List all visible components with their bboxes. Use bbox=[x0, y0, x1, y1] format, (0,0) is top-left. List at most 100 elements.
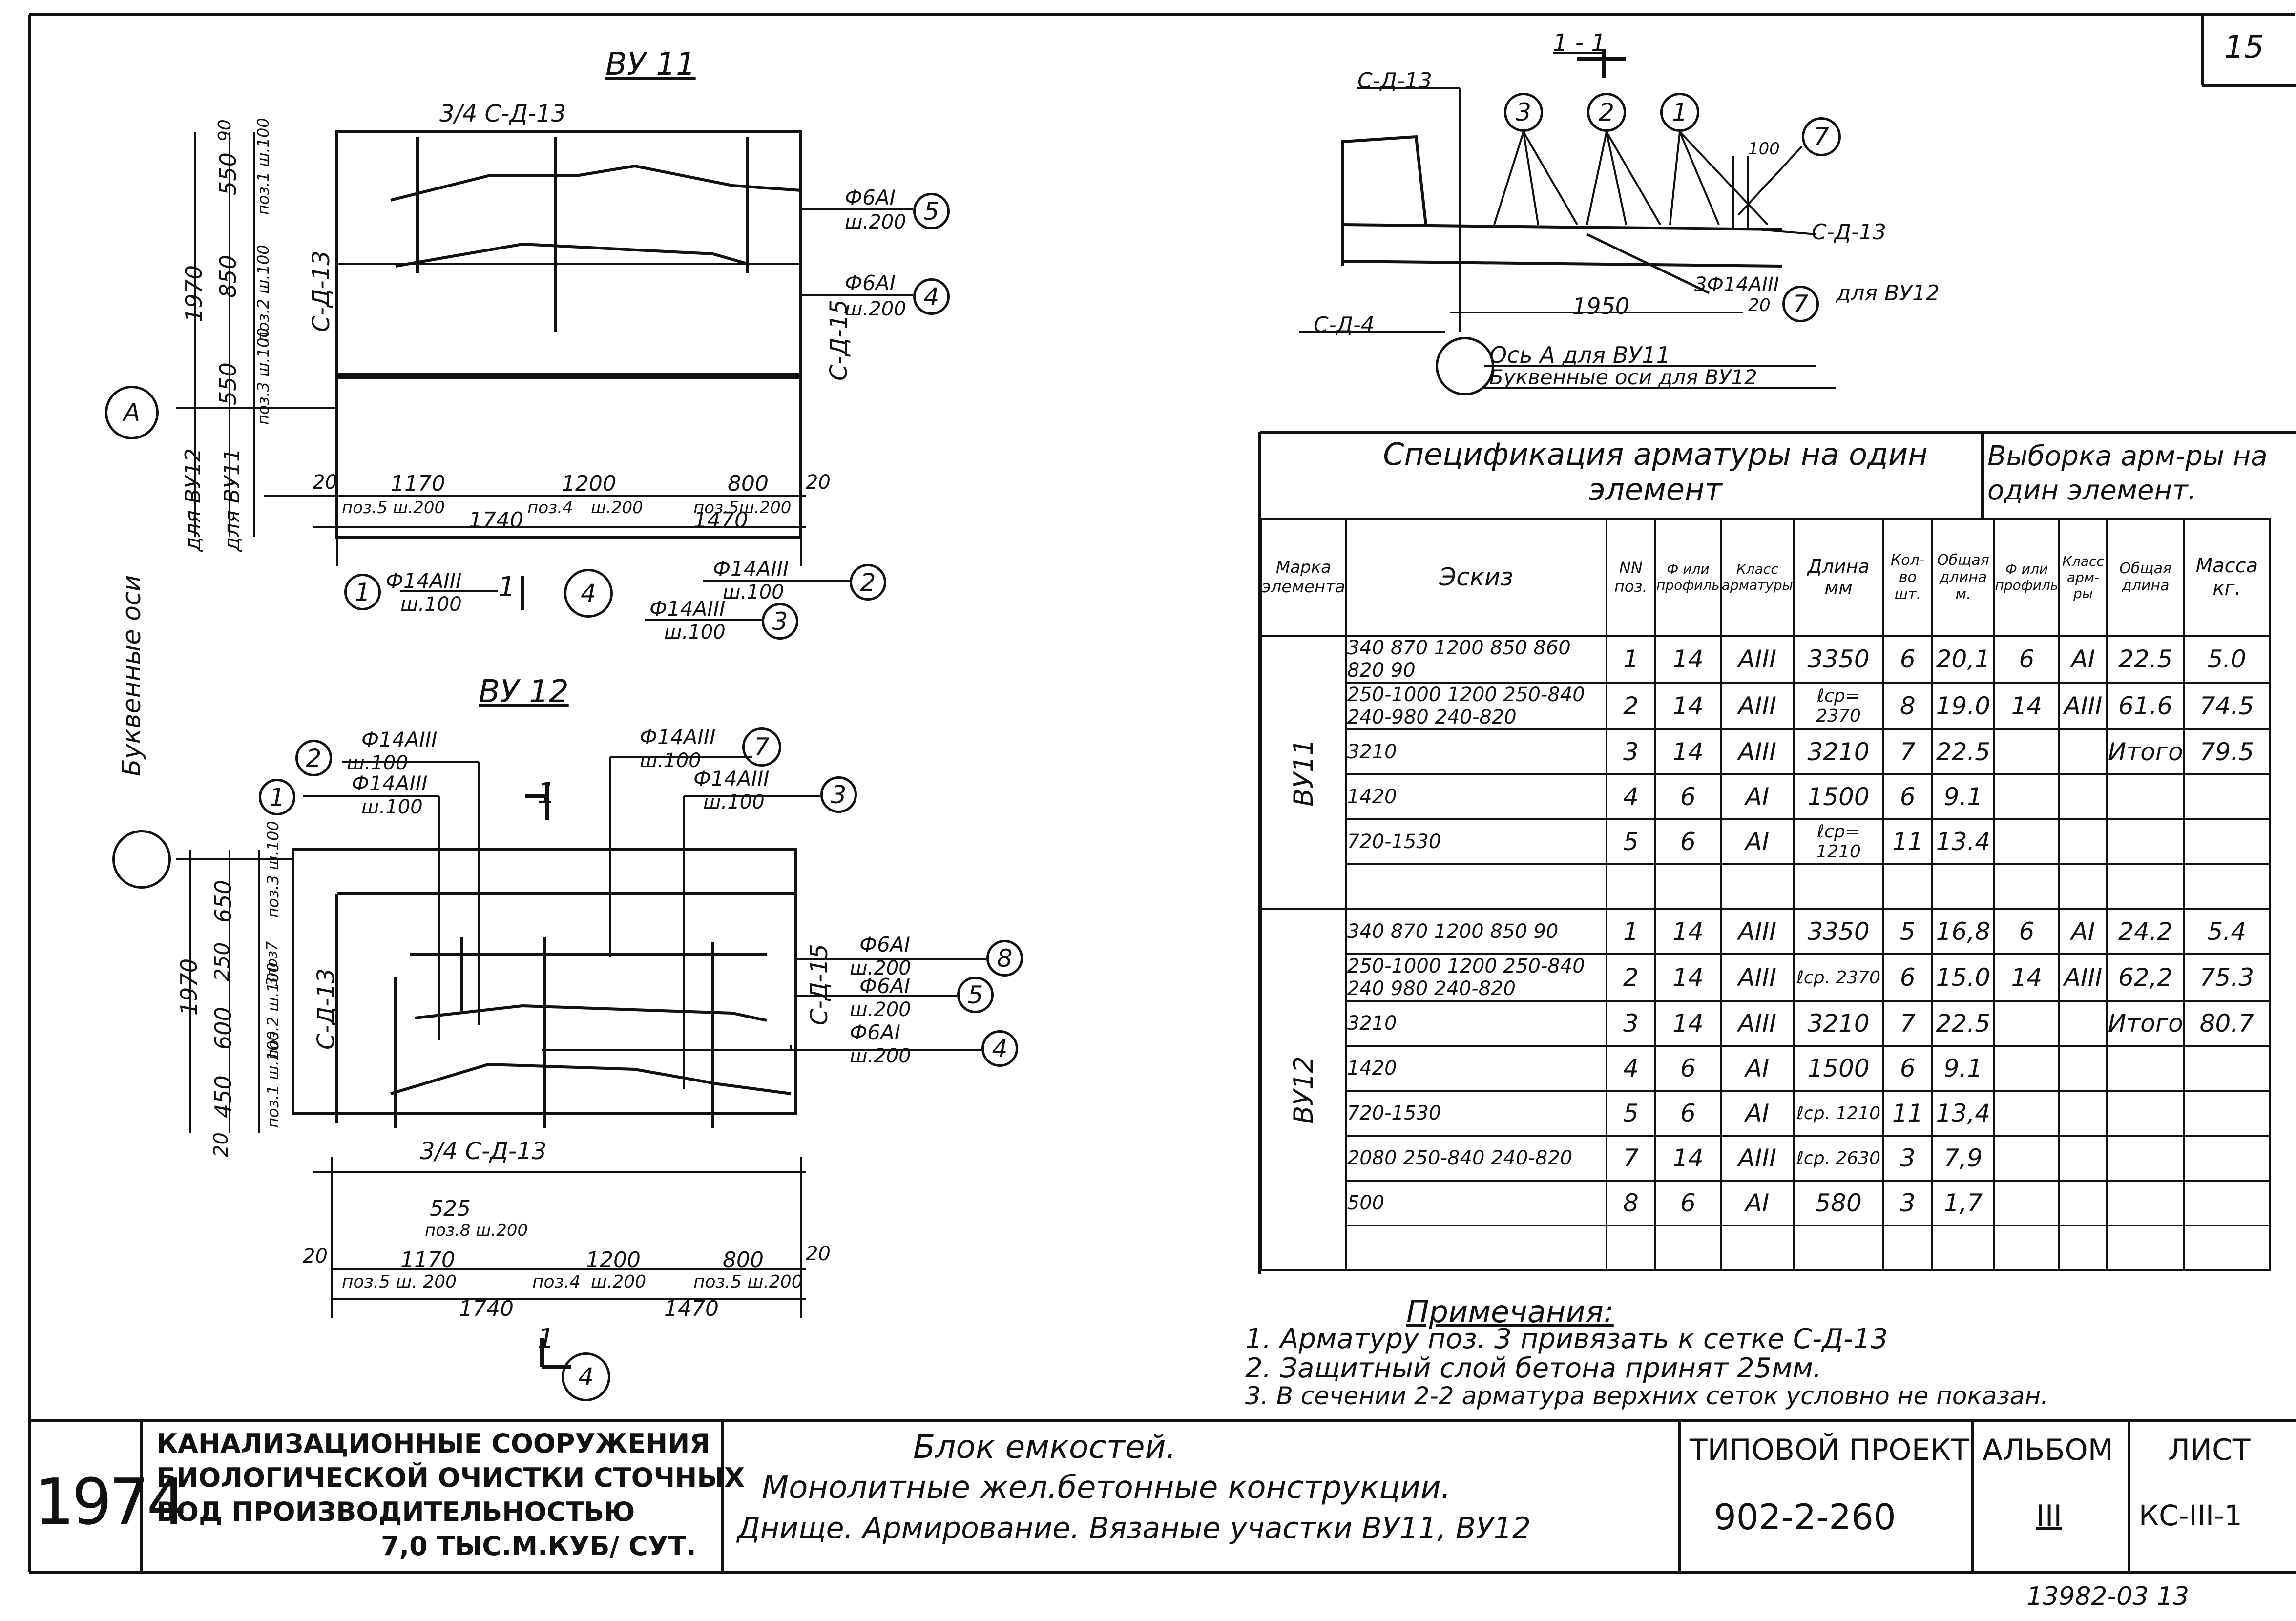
vu12-bdim-1470: 1470 bbox=[664, 1296, 719, 1321]
spec-cell-d bbox=[1654, 863, 1722, 910]
spec-cell-d2 bbox=[1993, 1000, 2061, 1047]
spec-cell-d2 bbox=[1993, 1045, 2061, 1092]
spec-cell-cls2: АI bbox=[2058, 635, 2108, 684]
spec-cell-mass bbox=[2183, 1180, 2271, 1226]
section-title: 1 - 1 bbox=[1553, 29, 1606, 57]
vu12-callout-5: 5 bbox=[957, 977, 994, 1013]
vu12-bdim-525: 525 bbox=[430, 1196, 471, 1221]
vu12-callout7-step: ш.100 bbox=[640, 749, 701, 772]
spec-cell-sketch: 340 870 1200 850 860 820 90 bbox=[1345, 635, 1607, 684]
spec-cell-total bbox=[1931, 863, 1995, 910]
title-project-number: 902-2-260 bbox=[1714, 1496, 1896, 1538]
section-label-sd13-top: С-Д-13 bbox=[1357, 68, 1432, 93]
vu11-bdim-1170: 1170 bbox=[391, 471, 445, 496]
spec-cell-tl: 22.5 bbox=[2106, 635, 2185, 684]
spec-cell-tl bbox=[2106, 1045, 2185, 1092]
spec-cell-cls: АIII bbox=[1719, 1000, 1795, 1047]
vu12-top-mesh-label: 3/4 С-Д-13 bbox=[420, 1138, 547, 1165]
spec-cell-len: 580 bbox=[1793, 1180, 1884, 1226]
vu12-bdim-800: 800 bbox=[723, 1247, 764, 1272]
section-label-for-vu12: для ВУ12 bbox=[1836, 281, 1940, 306]
spec-cell-d2: 6 bbox=[1993, 635, 2061, 684]
spec-cell-qty: 6 bbox=[1882, 773, 1934, 820]
spec-cell-len: ℓср= 1210 bbox=[1793, 818, 1884, 865]
title-album-label: АЛЬБОМ bbox=[1983, 1433, 2113, 1467]
spec-cell-d2 bbox=[1993, 728, 2061, 775]
spec-cell-cls: АI bbox=[1719, 1180, 1795, 1226]
spec-cell-pos: 5 bbox=[1605, 818, 1657, 865]
spec-cell-tl: 61.6 bbox=[2106, 682, 2185, 730]
vu12-bdim-20-left: 20 bbox=[303, 1245, 328, 1268]
spec-cell-d2: 14 bbox=[1993, 682, 2061, 730]
spec-cell-tl bbox=[2106, 1135, 2185, 1182]
vu11-callout1-step: ш.100 bbox=[400, 593, 462, 616]
spec-header-row: Марка элемента Эскиз NN поз. Ф или профи… bbox=[1260, 518, 2271, 637]
spec-cell-pos: 7 bbox=[1605, 1135, 1657, 1182]
spec-header-pos: NN поз. bbox=[1605, 518, 1657, 637]
spec-cell-total: 13,4 bbox=[1931, 1090, 1995, 1137]
vu12-blabel-pos5-left: поз.5 ш. 200 bbox=[342, 1272, 457, 1292]
spec-cell-cls2 bbox=[2058, 1045, 2108, 1092]
spec-cell-mass: 75.3 bbox=[2183, 953, 2271, 1002]
spec-header-qty-text: Кол-во шт. bbox=[1891, 551, 1925, 603]
spec-mark-cell: ВУ11 bbox=[1260, 635, 1347, 910]
spec-cell-tl bbox=[2106, 1225, 2185, 1271]
vu12-callout3-step: ш.100 bbox=[703, 791, 765, 813]
spec-cell-d2 bbox=[1993, 818, 2061, 865]
spec-cell-mass: 74.5 bbox=[2183, 682, 2271, 730]
section-callout-3-num: 3 bbox=[1516, 98, 1531, 126]
vu12-callout-4-num: 4 bbox=[992, 1034, 1008, 1063]
vu12-dim-650: 650 bbox=[210, 880, 236, 923]
vu11-blabel-pos5-left: поз.5 ш.200 bbox=[342, 498, 445, 518]
spec-cell-d: 14 bbox=[1654, 953, 1722, 1002]
vu11-callout4-step: ш.200 bbox=[845, 298, 906, 320]
vu11-title: ВУ 11 bbox=[605, 46, 696, 83]
spec-header-tl-text: Общая длина bbox=[2119, 560, 2172, 594]
vu11-callout-1: 1 bbox=[344, 574, 381, 610]
vu12-section-cut-mark: 1 bbox=[537, 776, 556, 810]
spec-cell-len: 3210 bbox=[1793, 728, 1884, 775]
spec-cell-total: 15.0 bbox=[1931, 953, 1995, 1002]
spec-cell-d2 bbox=[1993, 1090, 2061, 1137]
vu12-callout3-spec: Ф14АIII bbox=[693, 767, 770, 790]
spec-cell-d: 14 bbox=[1654, 1000, 1722, 1047]
section-callout-3: 3 bbox=[1504, 93, 1543, 132]
spec-cell-pos: 3 bbox=[1605, 728, 1657, 775]
vu12-callout5-step: ш.200 bbox=[850, 998, 911, 1021]
spec-cell-pos bbox=[1605, 863, 1657, 910]
vu11-dim-550-bottom: 550 bbox=[215, 362, 241, 405]
spec-cell-d2 bbox=[1993, 863, 2061, 910]
vu12-callout8-step: ш.200 bbox=[850, 957, 911, 979]
spec-cell-cls2 bbox=[2058, 818, 2108, 865]
vu12-callout-2-num: 2 bbox=[306, 744, 322, 772]
section-label-bars: 3Ф14АIII bbox=[1694, 273, 1779, 296]
vu11-zone-label-2: поз.2 ш.100 bbox=[254, 245, 272, 342]
spec-header-sketch: Эскиз bbox=[1345, 518, 1607, 637]
spec-mark-label: ВУ11 bbox=[1288, 738, 1319, 807]
notes-title: Примечания: bbox=[1406, 1294, 1614, 1330]
spec-cell-d: 6 bbox=[1654, 773, 1722, 820]
spec-cell-len bbox=[1793, 863, 1884, 910]
spec-header-class2: Класс арм-ры bbox=[2058, 518, 2108, 637]
spec-cell-cls: АIII bbox=[1719, 635, 1795, 684]
spec-cell-cls: АIII bbox=[1719, 1135, 1795, 1182]
spec-cell-pos: 4 bbox=[1605, 773, 1657, 820]
spec-cell-mass: 79.5 bbox=[2183, 728, 2271, 775]
vu11-section-mark: 1 bbox=[498, 571, 516, 603]
letter-axes-bubble bbox=[112, 830, 171, 889]
spec-header-profile2-text: Ф или профиль bbox=[1995, 561, 2059, 593]
spec-cell-d2: 6 bbox=[1993, 908, 2061, 955]
spec-cell-mass: 5.0 bbox=[2183, 635, 2271, 684]
spec-cell-d2 bbox=[1993, 1135, 2061, 1182]
vu11-callout-5-num: 5 bbox=[923, 197, 939, 226]
spec-cell-mass bbox=[2183, 818, 2271, 865]
spec-cell-total: 1,7 bbox=[1931, 1180, 1995, 1226]
vu12-dim-600: 600 bbox=[210, 1007, 236, 1050]
spec-cell-qty bbox=[1882, 1225, 1934, 1271]
spec-cell-tl: Итого bbox=[2106, 728, 2185, 775]
vu12-callout4-step: ш.200 bbox=[850, 1045, 911, 1067]
